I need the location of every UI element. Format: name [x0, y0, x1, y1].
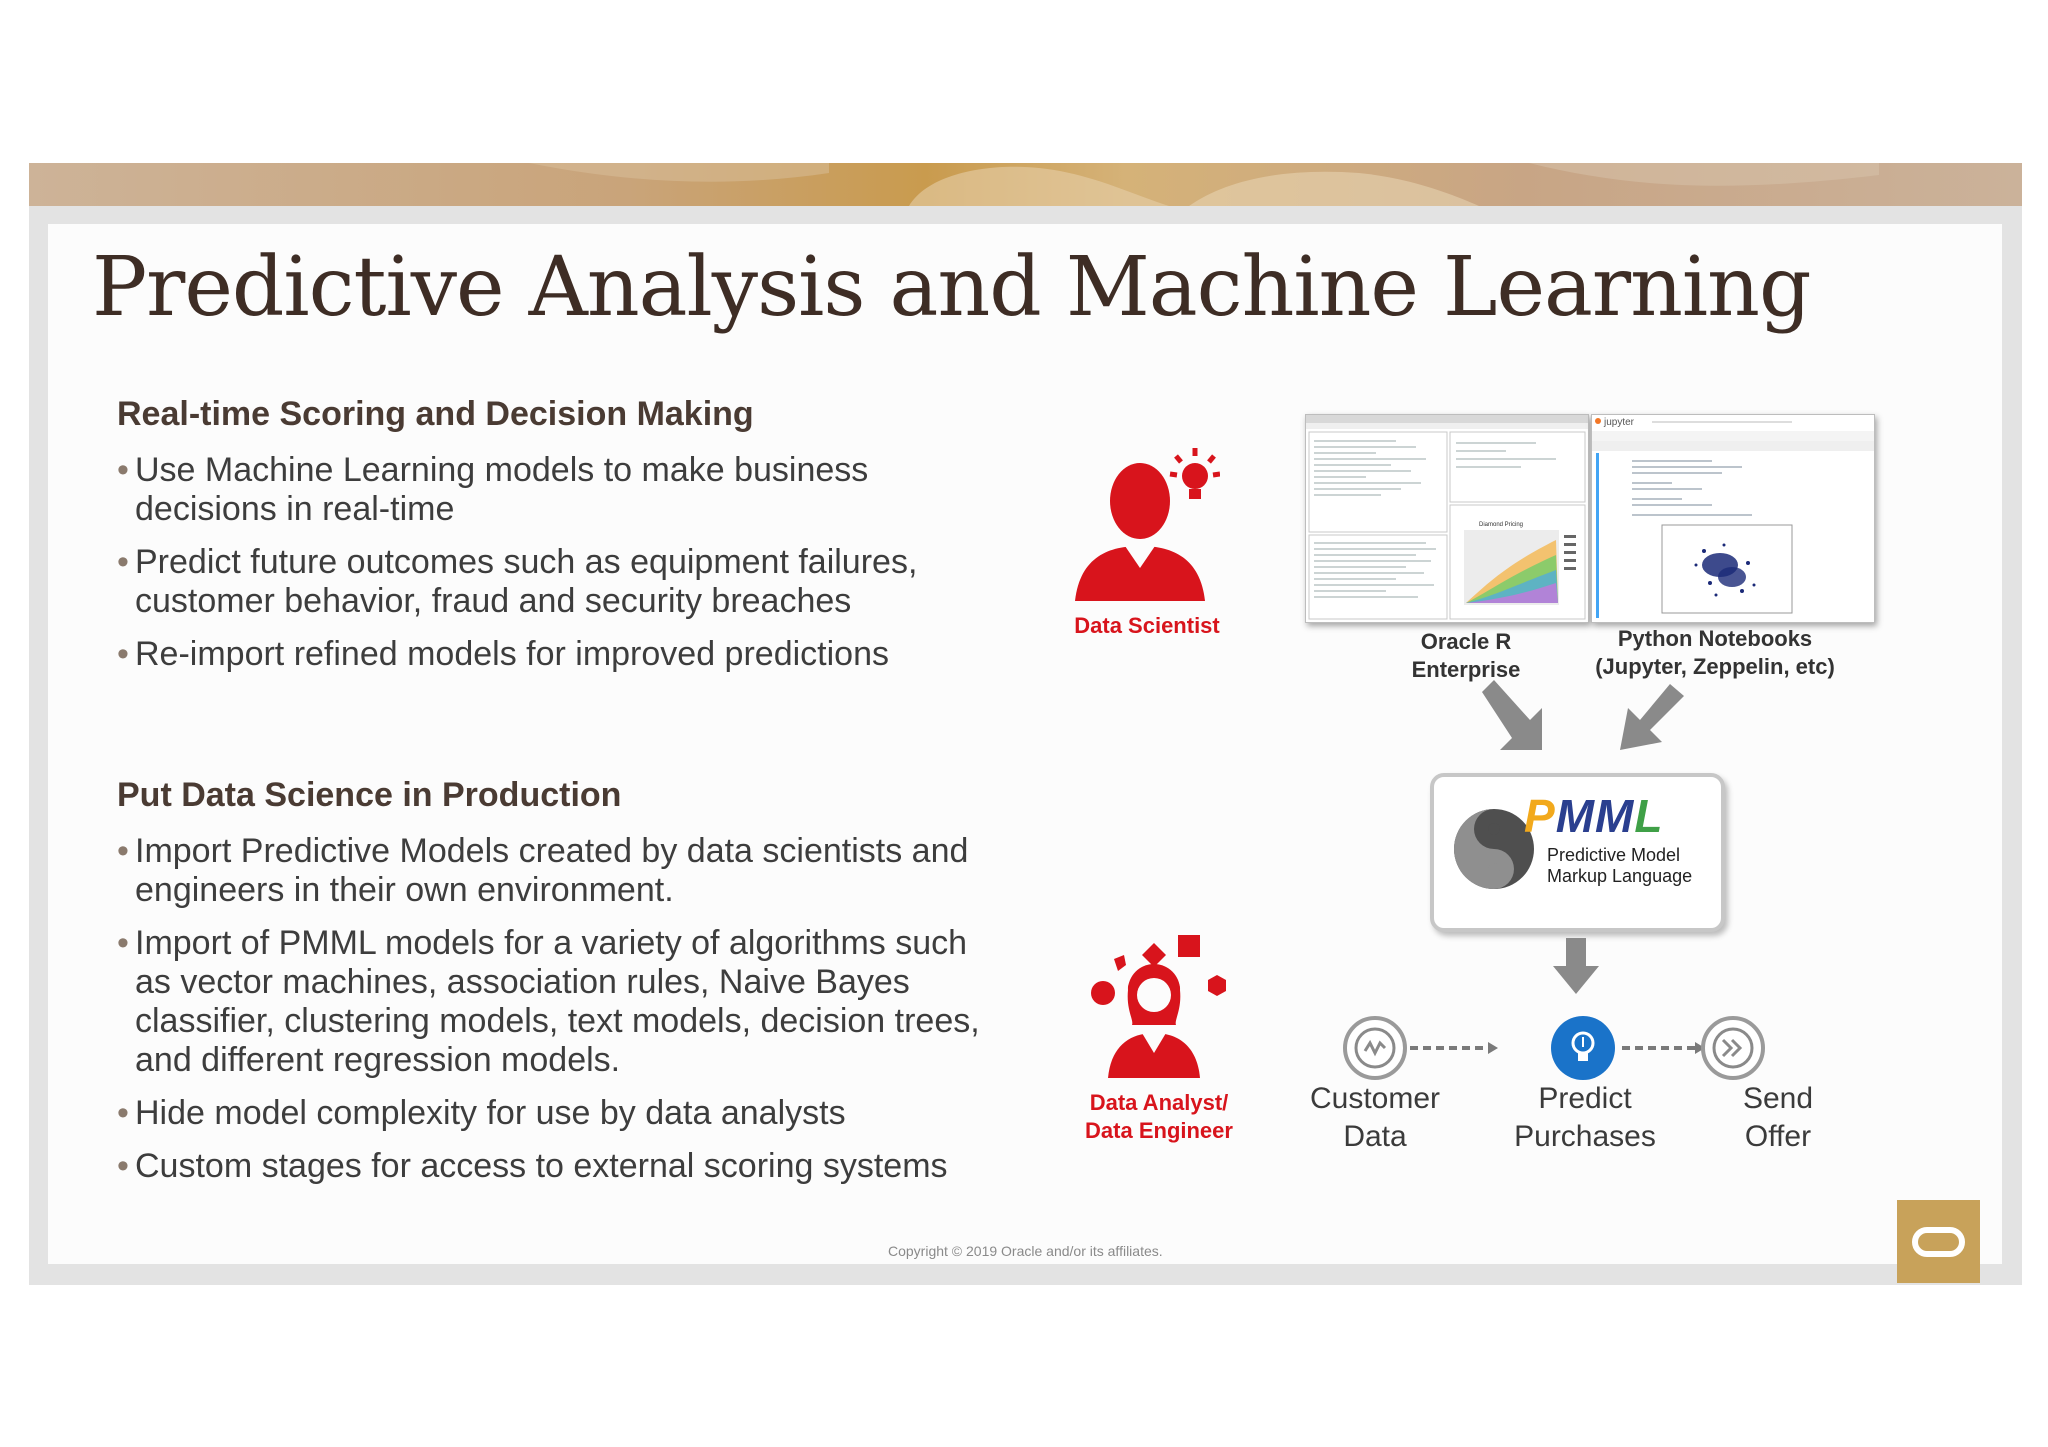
flow-diagram: [1343, 1016, 1765, 1080]
r-studio-window-icon: Diamond Pricing: [1306, 415, 1588, 620]
bullet-item: Import Predictive Models created by data…: [117, 832, 1007, 910]
tool-label-python-line2: (Jupyter, Zeppelin, etc): [1595, 654, 1835, 679]
pmml-acronym: PMML: [1524, 789, 1663, 843]
pmml-subtitle-line2: Markup Language: [1547, 866, 1693, 886]
flow-label-line1: Predict: [1538, 1082, 1632, 1115]
flow-label-line2: Purchases: [1514, 1120, 1656, 1153]
lightbulb-icon: [1551, 1016, 1615, 1080]
bullet-item: Re-import refined models for improved pr…: [117, 635, 937, 674]
slide-title: Predictive Analysis and Machine Learning: [92, 240, 1811, 335]
flow-label-customer-data: Customer Data: [1290, 1080, 1460, 1156]
pmml-box: PMML Predictive Model Markup Language: [1430, 773, 1725, 932]
jupyter-notebook-icon: jupyter: [1592, 415, 1874, 622]
bullet-item: Import of PMML models for a variety of a…: [117, 924, 1007, 1080]
down-arrow-icon: [1553, 938, 1599, 994]
oracle-logo: [1897, 1200, 1980, 1283]
role-label-analyst-line1: Data Analyst/: [1089, 1090, 1229, 1115]
role-label-analyst-line2: Data Engineer: [1085, 1118, 1233, 1143]
data-analyst-icon: [1091, 935, 1226, 1078]
flow-label-line1: Send: [1742, 1082, 1814, 1115]
slide-body: [48, 224, 2002, 1264]
decorative-banner: [29, 163, 2022, 206]
jupyter-screenshot: jupyter: [1591, 414, 1875, 623]
tool-label-python: Python Notebooks (Jupyter, Zeppelin, etc…: [1590, 625, 1840, 681]
yin-yang-icon: [1454, 809, 1534, 889]
flow-label-line1: Customer: [1309, 1082, 1441, 1115]
tool-label-oracle-r: Oracle R Enterprise: [1396, 628, 1536, 684]
arrows-to-pmml-icon: [1482, 680, 1684, 750]
bullet-list-production: Import Predictive Models created by data…: [117, 832, 1007, 1200]
jupyter-logo-text: jupyter: [1603, 417, 1635, 428]
tool-label-python-line1: Python Notebooks: [1617, 626, 1813, 651]
tool-label-oracle-r-line2: Enterprise: [1411, 657, 1521, 682]
flow-label-line2: Offer: [1744, 1120, 1812, 1153]
oracle-logo-icon: [1912, 1227, 1965, 1257]
send-icon: [1701, 1016, 1765, 1080]
pmml-letter: P: [1524, 790, 1556, 842]
bullet-item: Predict future outcomes such as equipmen…: [117, 543, 937, 621]
bullet-list-realtime: Use Machine Learning models to make busi…: [117, 451, 937, 688]
tool-label-oracle-r-line1: Oracle R: [1420, 629, 1512, 654]
pmml-subtitle: Predictive Model Markup Language: [1547, 845, 1692, 887]
pmml-subtitle-line1: Predictive Model: [1547, 845, 1681, 865]
role-label-analyst: Data Analyst/ Data Engineer: [1075, 1089, 1243, 1145]
copyright-text: Copyright © 2019 Oracle and/or its affil…: [888, 1243, 1163, 1259]
pmml-letter: M: [1555, 790, 1596, 842]
flow-label-predict-purchases: Predict Purchases: [1500, 1080, 1670, 1156]
pmml-letter: L: [1634, 790, 1664, 842]
section-heading-realtime: Real-time Scoring and Decision Making: [117, 395, 754, 433]
role-label-scientist: Data Scientist: [1074, 613, 1220, 638]
diamond-plot-title: Diamond Pricing: [1479, 522, 1523, 528]
pmml-letter: M: [1595, 790, 1635, 842]
section-heading-production: Put Data Science in Production: [117, 776, 622, 814]
oracle-r-screenshot: Diamond Pricing: [1305, 414, 1589, 623]
flow-label-line2: Data: [1343, 1120, 1407, 1153]
flow-label-send-offer: Send Offer: [1703, 1080, 1853, 1156]
bullet-item: Use Machine Learning models to make busi…: [117, 451, 937, 529]
bullet-item: Custom stages for access to external sco…: [117, 1147, 1007, 1186]
data-icon: [1343, 1016, 1407, 1080]
bullet-item: Hide model complexity for use by data an…: [117, 1094, 1007, 1133]
data-scientist-icon: [1075, 448, 1220, 601]
